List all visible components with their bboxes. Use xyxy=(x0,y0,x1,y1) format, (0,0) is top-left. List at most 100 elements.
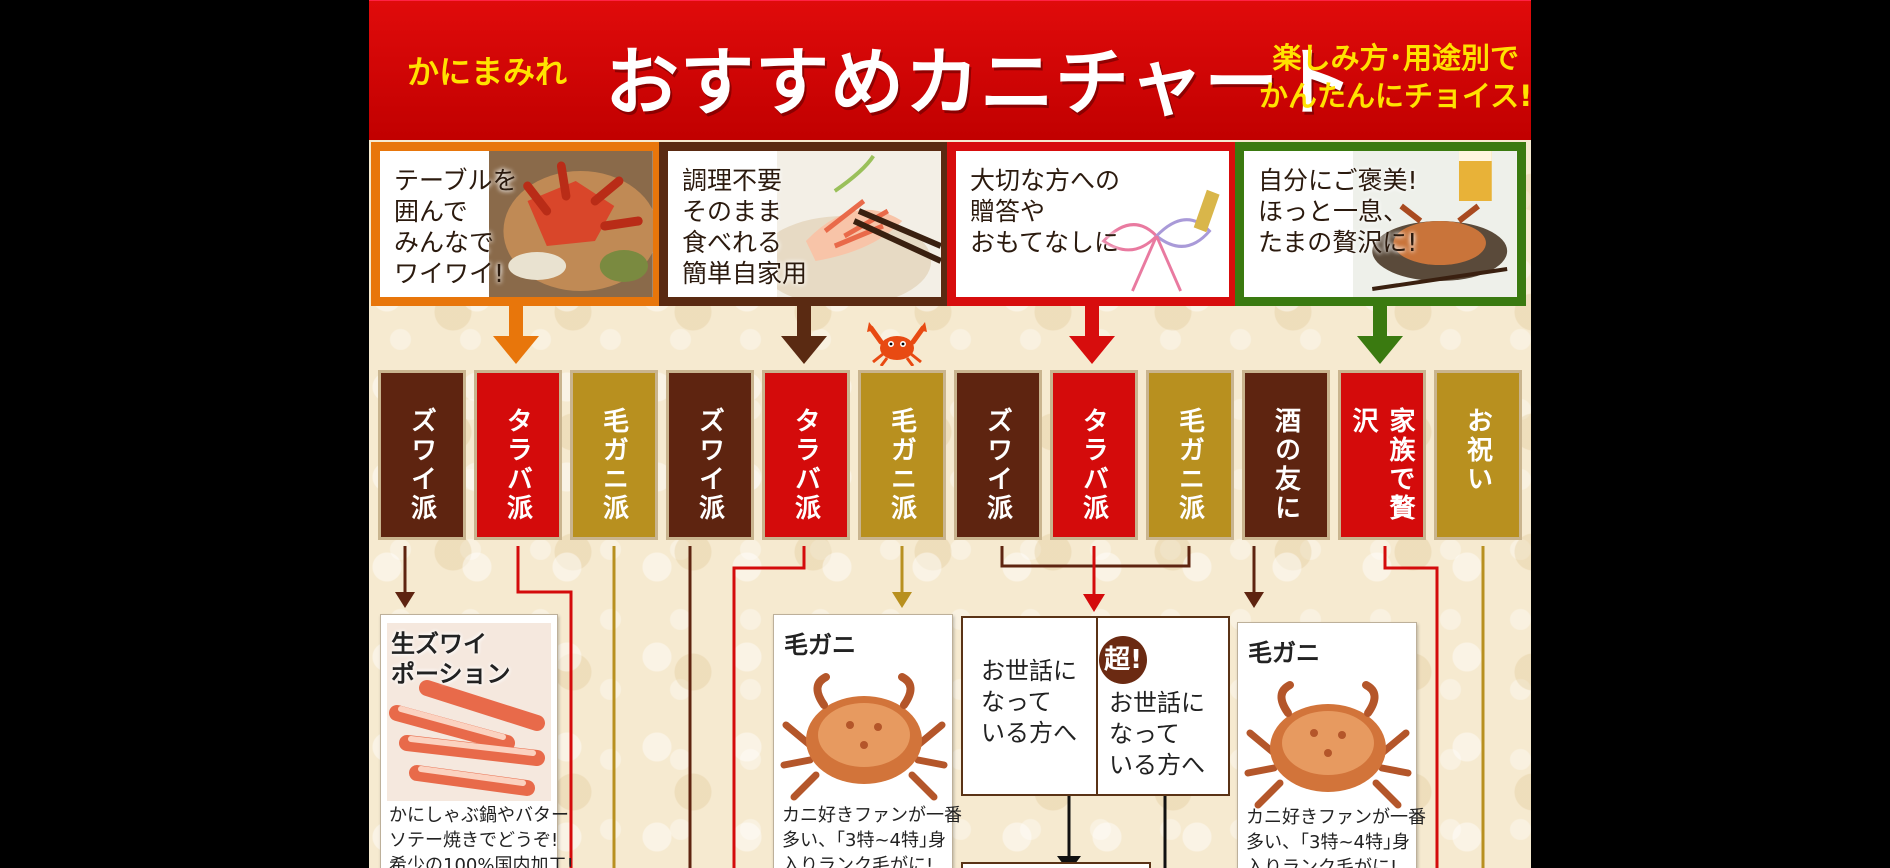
super-badge: 超! xyxy=(1099,636,1147,684)
product-name: 毛ガニ xyxy=(1248,639,1320,667)
category-label: 毛ガニ派 xyxy=(886,407,917,523)
gift-option-super[interactable]: お世話に なって いる方へ xyxy=(1109,688,1205,781)
next-box xyxy=(961,862,1151,868)
tagline-line-1: 楽しみ方･用途別で xyxy=(1272,41,1519,75)
product-description: カニ好きファンが一番 多い、｢3特~4特｣身 入りランク毛がに! xyxy=(782,803,962,868)
panel-line: 調理不要 xyxy=(682,166,783,195)
product-card-kegani[interactable]: 毛ガニ カニ好きファンが一番 多い、｢3特~4特｣身 入りランク毛がに! xyxy=(773,614,962,868)
panel-line: 簡単自家用 xyxy=(682,259,808,288)
panel-line: テーブルを xyxy=(394,166,518,195)
panel-line: ほっと一息、 xyxy=(1258,197,1409,226)
hairy-crab-photo xyxy=(780,665,948,805)
gift-text-line: なって xyxy=(1109,720,1180,748)
category-taraba[interactable]: タラバ派 xyxy=(762,370,850,540)
category-label: タラバ派 xyxy=(790,407,821,523)
panel-line: みんなで xyxy=(394,228,495,257)
category-kegani[interactable]: 毛ガニ派 xyxy=(1146,370,1234,540)
category-kegani[interactable]: 毛ガニ派 xyxy=(858,370,946,540)
panel-gift[interactable]: 大切な方への 贈答や おもてなしに xyxy=(947,142,1238,306)
category-label: 毛ガニ派 xyxy=(1174,407,1205,523)
description-line: カニ好きファンが一番 xyxy=(782,805,962,826)
panel-party[interactable]: テーブルを 囲んで みんなで ワイワイ! xyxy=(371,142,662,306)
category-label: お祝い xyxy=(1462,407,1493,494)
crab-legs-photo xyxy=(387,623,551,801)
down-arrow-icon xyxy=(493,306,539,364)
product-card-zuwai[interactable]: 生ズワイ ポーション かにしゃぶ鍋やバター ソテー焼きでどうぞ! 希少の100%… xyxy=(380,614,574,868)
arrow-head-icon xyxy=(1083,594,1105,612)
category-label: ズワイ派 xyxy=(982,407,1013,523)
gift-divider xyxy=(1096,618,1098,794)
category-celebration[interactable]: お祝い xyxy=(1434,370,1522,540)
panel-easy-home[interactable]: 調理不要 そのまま 食べれる 簡単自家用 xyxy=(659,142,950,306)
description-line: 希少の100%国内加工! xyxy=(389,855,574,868)
category-zuwai[interactable]: ズワイ派 xyxy=(954,370,1042,540)
crab-and-beer-photo xyxy=(1353,151,1517,297)
arrow-head-icon xyxy=(892,592,912,608)
category-sake[interactable]: 酒の友に xyxy=(1242,370,1330,540)
brand-name: かにまみれ xyxy=(407,53,568,91)
panel-line: おもてなしに xyxy=(970,228,1120,257)
down-arrow-icon xyxy=(781,306,827,364)
flow-lines xyxy=(395,546,1485,868)
tagline-line-2: かんたんにチョイス! xyxy=(1259,79,1531,113)
crab-meat-chopsticks-photo xyxy=(777,151,941,297)
product-card-kegani[interactable]: 毛ガニ カニ好きファンが一番 多い、｢3特~4特｣身 入りランク毛がに! xyxy=(1237,622,1426,868)
category-family[interactable]: 家族で贅沢 xyxy=(1338,370,1426,540)
category-label: ズワイ派 xyxy=(406,407,437,523)
crab-mascot-icon xyxy=(867,322,927,366)
gift-text-line: お世話に xyxy=(1109,689,1205,717)
panel-treat[interactable]: 自分にご褒美! ほっと一息、 たまの贅沢に! xyxy=(1235,142,1526,306)
panel-arrows xyxy=(493,306,1403,364)
product-name: 生ズワイ ポーション xyxy=(391,629,511,689)
gift-text-line: いる方へ xyxy=(981,719,1077,747)
gift-text-line: お世話に xyxy=(981,657,1077,685)
product-name-line: ポーション xyxy=(391,660,511,688)
panel-line: たまの贅沢に! xyxy=(1258,228,1418,257)
arrow-head-icon xyxy=(1244,592,1264,608)
panel-line: 自分にご褒美! xyxy=(1258,166,1418,195)
panel-text: テーブルを 囲んで みんなで ワイワイ! xyxy=(394,165,518,289)
category-label: 酒の友に xyxy=(1270,407,1301,523)
panel-line: 大切な方への xyxy=(970,166,1121,195)
hairy-crab-photo xyxy=(1244,673,1412,813)
description-line: ソテー焼きでどうぞ! xyxy=(389,830,559,851)
panel-line: ワイワイ! xyxy=(394,259,505,288)
category-label: 毛ガニ派 xyxy=(598,407,629,523)
gift-text-line: なって xyxy=(981,688,1052,716)
category-kegani[interactable]: 毛ガニ派 xyxy=(570,370,658,540)
gift-text-line: いる方へ xyxy=(1109,751,1205,779)
description-line: 入りランク毛がに! xyxy=(782,855,934,868)
panel-text: 自分にご褒美! ほっと一息、 たまの贅沢に! xyxy=(1258,165,1418,258)
gift-recipient-box: お世話に なって いる方へ 超! お世話に なって いる方へ xyxy=(961,616,1230,796)
category-zuwai[interactable]: ズワイ派 xyxy=(666,370,754,540)
description-line: 多い、｢3特~4特｣身 xyxy=(1246,832,1410,853)
arrow-head-icon xyxy=(395,592,415,608)
description-line: 入りランク毛がに! xyxy=(1246,857,1398,868)
crab-recommendation-chart: かにまみれ おすすめカニチャート 楽しみ方･用途別で かんたんにチョイス! テー… xyxy=(369,0,1531,868)
panel-text: 大切な方への 贈答や おもてなしに xyxy=(970,165,1120,258)
category-taraba[interactable]: タラバ派 xyxy=(1050,370,1138,540)
chart-header: かにまみれ おすすめカニチャート 楽しみ方･用途別で かんたんにチョイス! xyxy=(369,0,1531,140)
category-label: ズワイ派 xyxy=(694,407,725,523)
panel-text: 調理不要 そのまま 食べれる 簡単自家用 xyxy=(682,165,807,289)
crab-hotpot-photo xyxy=(489,151,653,297)
product-name-line: 生ズワイ xyxy=(391,630,487,658)
gift-option-regular[interactable]: お世話に なって いる方へ xyxy=(981,656,1077,749)
description-line: カニ好きファンが一番 xyxy=(1246,807,1426,828)
category-label: 家族で贅沢 xyxy=(1348,407,1415,523)
panel-line: 食べれる xyxy=(682,228,783,257)
down-arrow-icon xyxy=(1069,306,1115,364)
category-label: タラバ派 xyxy=(502,407,533,523)
category-taraba[interactable]: タラバ派 xyxy=(474,370,562,540)
category-zuwai[interactable]: ズワイ派 xyxy=(378,370,466,540)
gift-ribbon-photo xyxy=(1065,151,1229,297)
panel-line: そのまま xyxy=(682,197,783,226)
down-arrow-icon xyxy=(1357,306,1403,364)
description-line: 多い、｢3特~4特｣身 xyxy=(782,830,946,851)
chart-title: おすすめカニチャート xyxy=(605,40,1355,126)
panel-line: 贈答や xyxy=(970,197,1046,226)
description-line: かにしゃぶ鍋やバター xyxy=(389,805,569,826)
product-description: カニ好きファンが一番 多い、｢3特~4特｣身 入りランク毛がに! xyxy=(1246,805,1426,868)
panel-line: 囲んで xyxy=(394,197,468,226)
product-name: 毛ガニ xyxy=(784,631,856,659)
